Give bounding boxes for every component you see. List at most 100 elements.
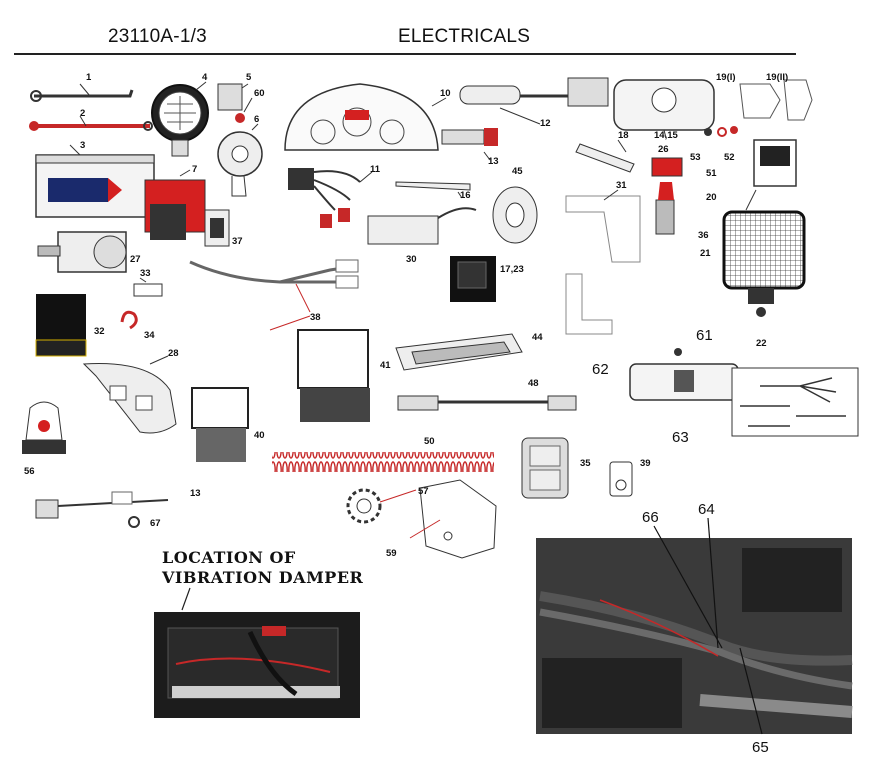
callout-7: 7 (192, 164, 197, 175)
callout-59: 59 (386, 548, 397, 559)
part-22-harness-kit (731, 367, 859, 437)
part-16-cable-tie (395, 181, 471, 199)
header-rule (14, 53, 796, 55)
part-2-cable (29, 115, 153, 131)
part-18-bracket (575, 139, 635, 173)
callout-44: 44 (532, 332, 543, 343)
part-51-washer (717, 127, 727, 137)
callout-37: 37 (232, 236, 243, 247)
part-39-tab (609, 461, 633, 497)
callout-18: 18 (618, 130, 629, 141)
callout-11: 11 (370, 164, 381, 175)
part-34-clip (120, 310, 138, 330)
callout-65: 65 (752, 739, 769, 756)
callout-53: 53 (690, 152, 701, 163)
part-59-plate (409, 479, 497, 559)
callout-40: 40 (254, 430, 265, 441)
part-67-nut (128, 516, 140, 528)
callout-22: 22 (756, 338, 767, 349)
callout-27: 27 (130, 254, 141, 265)
callout-12: 12 (540, 118, 551, 129)
callout-52: 52 (724, 152, 735, 163)
battery-photo (154, 612, 360, 718)
callout-35: 35 (580, 458, 591, 469)
part-53-nut (704, 128, 712, 136)
callout-4: 4 (202, 72, 208, 83)
callout-64: 64 (698, 501, 715, 518)
part-3-battery (35, 144, 155, 218)
part-62-bracket (565, 273, 613, 335)
part-6-horn (217, 123, 263, 197)
part-38-harness (189, 259, 359, 331)
callout-34: 34 (144, 330, 155, 341)
part-13-sensor (441, 128, 498, 161)
callout-20: 20 (706, 192, 717, 203)
callout-2: 2 (80, 108, 85, 119)
part-26-pressure-switch (651, 157, 683, 177)
part-17-23-switch (450, 256, 496, 302)
part-1-cable (30, 83, 134, 102)
callout-38: 38 (310, 312, 321, 323)
callout-36: 36 (698, 230, 709, 241)
part-21-work-light (722, 210, 806, 317)
part-30-harness-bracket (367, 207, 477, 245)
part-11-harness (288, 168, 373, 228)
callout-67: 67 (150, 518, 161, 529)
callout-19-i: 19(I) (716, 72, 736, 83)
callout-62: 62 (592, 361, 609, 378)
part-40-relay (191, 387, 249, 462)
part-36-sensor (655, 182, 675, 235)
callout-6: 6 (254, 114, 259, 125)
part-35-switch-pair (521, 437, 569, 499)
part-41-relay (297, 329, 370, 422)
part-44-bezel (395, 333, 523, 371)
callout-10: 10 (440, 88, 451, 99)
part-50-conduit (272, 452, 494, 472)
callout-56: 56 (24, 466, 35, 477)
part-60-nut (235, 97, 253, 123)
part-5-flasher (217, 83, 249, 111)
callout-17-23: 17,23 (500, 264, 524, 275)
part-10-instrument-cluster (284, 83, 447, 151)
callout-66: 66 (642, 509, 659, 526)
callout-21: 21 (700, 248, 711, 259)
callout-5: 5 (246, 72, 252, 83)
part-14-15-roof-lamp (613, 79, 715, 139)
part-7-rocker-switch (144, 169, 206, 240)
callout-33: 33 (140, 268, 151, 279)
callout-26: 26 (658, 144, 669, 155)
part-56-beacon (22, 401, 66, 454)
callout-39: 39 (640, 458, 651, 469)
callout-50: 50 (424, 436, 435, 447)
page-title: ELECTRICALS (398, 26, 531, 47)
callout-16: 16 (460, 190, 471, 201)
callout-31: 31 (616, 180, 627, 191)
part-31-bracket (565, 189, 641, 263)
callout-14-15: 14,15 (654, 130, 678, 141)
part-20-rotary-switch (745, 139, 797, 211)
location-arrow (181, 587, 191, 611)
part-63-lamp (629, 363, 739, 401)
part-57-washer (346, 488, 417, 524)
location-note-line2: VIBRATION DAMPER (162, 568, 364, 587)
part-28-panel (82, 355, 177, 434)
callout-41: 41 (380, 360, 391, 371)
callout-63: 63 (672, 429, 689, 446)
callout-30: 30 (406, 254, 417, 265)
part-19-lamp-parts (739, 79, 813, 121)
part-27-motor (37, 231, 127, 273)
part-33-plate (133, 277, 163, 297)
callout-13: 13 (488, 156, 499, 167)
damper-photo: 64 65 66 (536, 501, 853, 756)
callout-61: 61 (696, 327, 713, 344)
callout-labels: 1 2 3 4 5 60 6 7 10 11 12 13 14,15 16 17… (24, 72, 788, 559)
callout-48: 48 (528, 378, 539, 389)
callout-1: 1 (86, 72, 92, 83)
part-61-screw (674, 348, 682, 356)
callout-57: 57 (418, 486, 429, 497)
part-48-sensor-cable (397, 395, 577, 411)
callout-32: 32 (94, 326, 105, 337)
part-45-grommet (492, 186, 538, 244)
callout-60: 60 (254, 88, 265, 99)
